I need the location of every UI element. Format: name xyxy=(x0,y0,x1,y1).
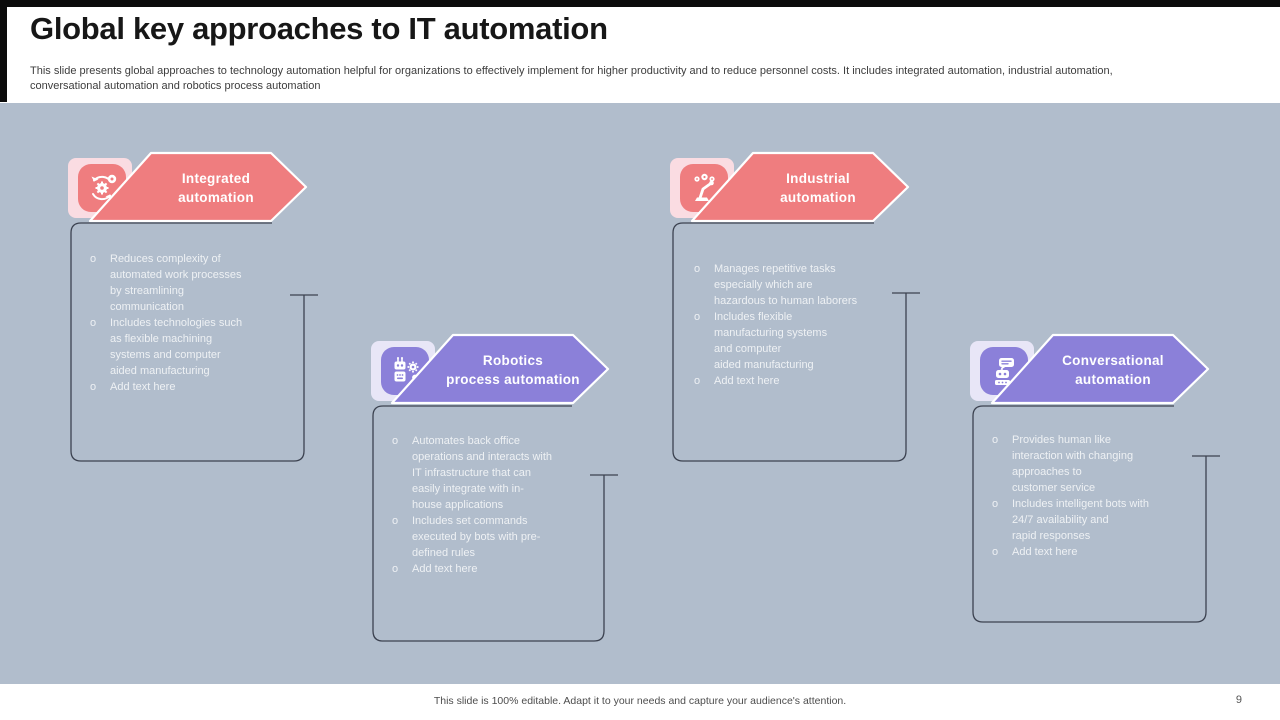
text-box-outline xyxy=(972,405,1220,623)
bullet-text: Add text here xyxy=(412,563,478,575)
bullet-text: Includes flexible manufacturing systems … xyxy=(714,311,828,371)
top-accent-bar xyxy=(0,0,1280,7)
footer-note: This slide is 100% editable. Adapt it to… xyxy=(433,695,847,707)
list-item: o Manages repetitive tasks especially whi… xyxy=(694,261,894,309)
list-item: o Automates back office operations and in… xyxy=(392,433,592,513)
bullet-text: Provides human like interaction with cha… xyxy=(1012,434,1134,494)
banner-title: Integrated automation xyxy=(178,171,254,205)
bullet-marker: o xyxy=(694,311,701,323)
list-item: o Add text here xyxy=(90,379,290,395)
bullet-list: o Provides human like interaction with ch… xyxy=(992,432,1192,560)
list-item: o Includes set commands executed by bots … xyxy=(392,513,592,561)
bullet-text: Includes intelligent bots with 24/7 avai… xyxy=(1012,498,1149,542)
bullet-marker: o xyxy=(392,515,399,527)
bullet-marker: o xyxy=(992,498,999,510)
list-item: o Reduces complexity of automated work pr… xyxy=(90,251,290,315)
text-box-outline xyxy=(372,405,618,642)
text-box-outline xyxy=(70,222,318,462)
page-subtitle: This slide presents global approaches to… xyxy=(30,65,1113,92)
list-item: o Includes technologies such as flexible … xyxy=(90,315,290,379)
bullet-text: Add text here xyxy=(714,375,780,387)
bullet-text: Add text here xyxy=(1012,546,1078,558)
bullet-text: Automates back office operations and int… xyxy=(412,435,553,511)
bullet-marker: o xyxy=(992,546,999,558)
banner-arrow xyxy=(88,151,308,223)
bullet-marker: o xyxy=(90,381,97,393)
text-box-outline xyxy=(672,222,920,462)
list-item: o Add text here xyxy=(694,373,894,389)
list-item: o Includes intelligent bots with 24/7 ava… xyxy=(992,496,1192,544)
list-item: o Add text here xyxy=(392,561,592,577)
bullet-marker: o xyxy=(392,563,399,575)
page-number: 9 xyxy=(1235,694,1242,706)
bullet-marker: o xyxy=(392,435,399,447)
list-item: o Includes flexible manufacturing systems… xyxy=(694,309,894,373)
bullet-marker: o xyxy=(694,263,701,275)
list-item: o Add text here xyxy=(992,544,1192,560)
bullet-text: Includes set commands executed by bots w… xyxy=(412,515,541,559)
bullet-marker: o xyxy=(90,253,97,265)
banner-arrow xyxy=(690,151,910,223)
banner-title: Robotics process automation xyxy=(446,353,580,387)
bullet-list: o Manages repetitive tasks especially whi… xyxy=(694,261,894,389)
bullet-marker: o xyxy=(694,375,701,387)
bullet-marker: o xyxy=(90,317,97,329)
left-accent-bar xyxy=(0,0,7,102)
banner-title: Conversational automation xyxy=(1062,353,1164,387)
banner-arrow xyxy=(990,333,1210,405)
bullet-list: o Reduces complexity of automated work pr… xyxy=(90,251,290,395)
bullet-text: Includes technologies such as flexible m… xyxy=(110,317,243,377)
page-title: Global key approaches to IT automation xyxy=(30,11,608,46)
bullet-marker: o xyxy=(992,434,999,446)
bullet-list: o Automates back office operations and in… xyxy=(392,433,592,577)
bullet-text: Reduces complexity of automated work pro… xyxy=(110,253,242,313)
banner-arrow xyxy=(390,333,610,405)
banner-title: Industrial automation xyxy=(780,171,856,205)
bullet-text: Add text here xyxy=(110,381,176,393)
list-item: o Provides human like interaction with ch… xyxy=(992,432,1192,496)
bullet-text: Manages repetitive tasks especially whic… xyxy=(714,263,858,307)
